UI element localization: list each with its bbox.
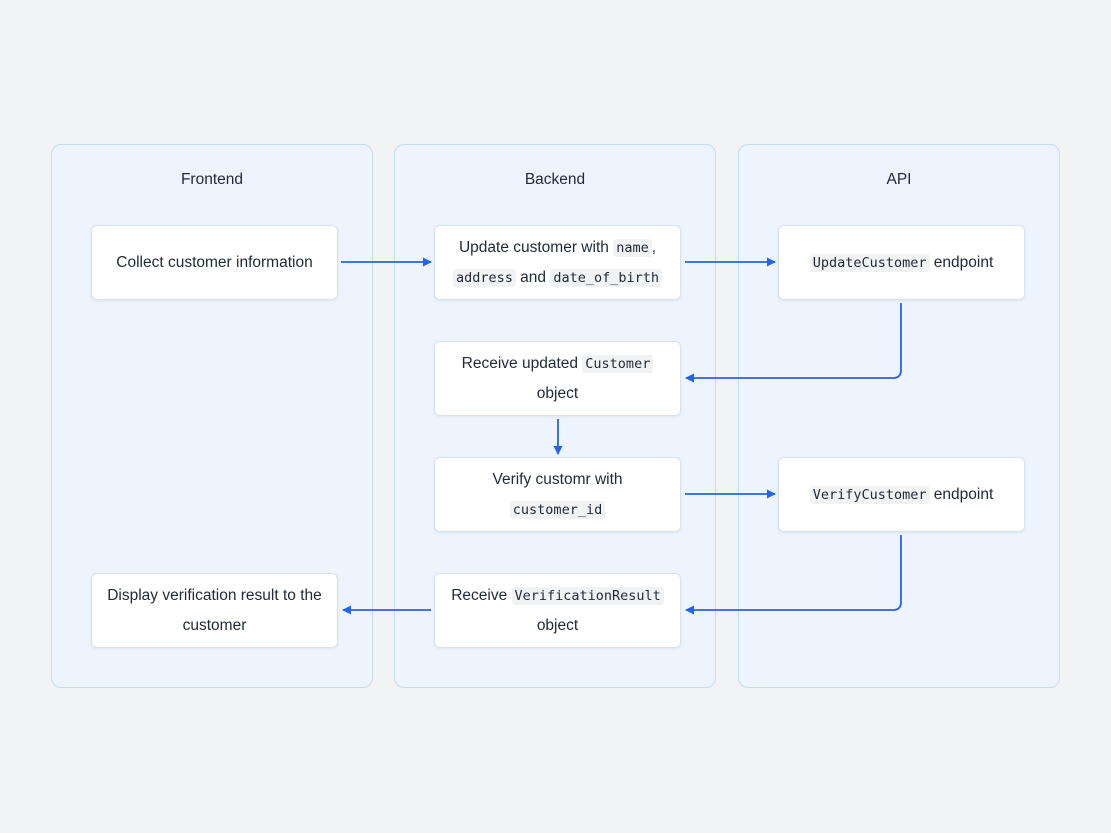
frontend-lane-title: Frontend (180, 171, 244, 188)
verify-customer-endpoint-node: VerifyCustomer endpoint (778, 457, 1025, 532)
update-customer-comma: , (651, 238, 657, 256)
verify-customer-label: Verify customr with (492, 470, 623, 488)
receive-result-label: Receive (451, 586, 512, 604)
verify-customer-node: Verify customr with customer_id (434, 457, 681, 532)
update-customer-and: and (515, 268, 551, 286)
receive-customer-label: Receive updated (461, 354, 583, 372)
display-result-text: Display verification result to the custo… (107, 586, 322, 634)
receive-customer-node: Receive updated Customer object (434, 341, 681, 416)
receive-customer-object-word: object (536, 384, 579, 402)
date-of-birth-field-code: date_of_birth (550, 268, 663, 287)
address-field-code: address (452, 268, 516, 287)
collect-customer-info-node: Collect customer information (91, 225, 338, 300)
customer-id-code: customer_id (509, 500, 606, 519)
update-customer-endpoint-label: endpoint (929, 253, 994, 271)
update-customer-text: Update customer with name, address and d… (452, 233, 663, 293)
receive-result-text: Receive VerificationResult object (451, 581, 664, 641)
update-customer-node: Update customer with name, address and d… (434, 225, 681, 300)
receive-customer-text: Receive updated Customer object (462, 349, 654, 409)
receive-result-object-word: object (536, 616, 579, 634)
update-customer-label: Update customer with (458, 238, 614, 256)
verification-result-code: VerificationResult (511, 586, 664, 605)
update-customer-endpoint-code: UpdateCustomer (809, 253, 930, 272)
update-customer-endpoint-node: UpdateCustomer endpoint (778, 225, 1025, 300)
backend-lane-title: Backend (524, 171, 586, 188)
verify-customer-endpoint-code: VerifyCustomer (809, 485, 930, 504)
verify-customer-text: Verify customr with customer_id (492, 465, 623, 525)
api-lane-title: API (886, 171, 912, 188)
receive-result-node: Receive VerificationResult object (434, 573, 681, 648)
verify-customer-endpoint-label: endpoint (929, 485, 994, 503)
name-field-code: name (613, 238, 652, 257)
collect-customer-info-text: Collect customer information (116, 253, 313, 271)
customer-object-code: Customer (582, 354, 654, 373)
verify-customer-endpoint-text: VerifyCustomer endpoint (809, 480, 994, 510)
update-customer-endpoint-text: UpdateCustomer endpoint (809, 248, 994, 278)
display-result-node: Display verification result to the custo… (91, 573, 338, 648)
